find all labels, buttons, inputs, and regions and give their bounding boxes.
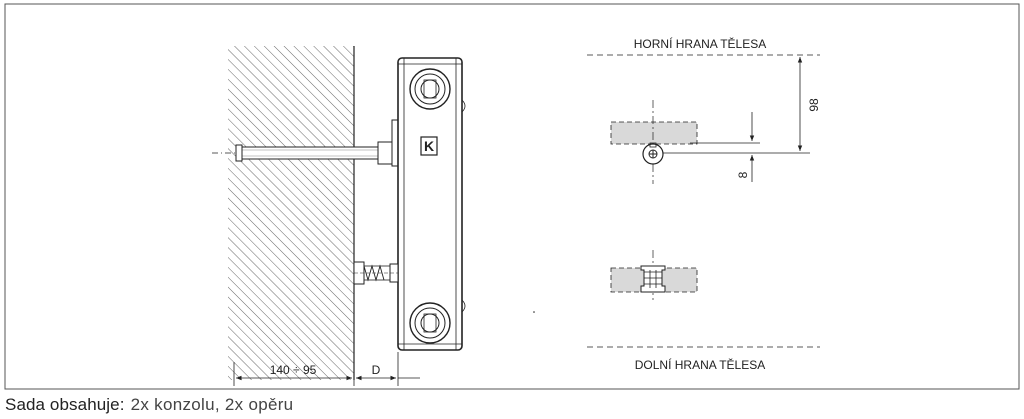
wall-hatch [228,46,354,380]
dimension-depth: 140 ÷ 95 D [233,352,420,386]
side-view: K 140 ÷ 95 D [212,46,466,386]
dimension-range-label: 140 ÷ 95 [270,363,317,377]
dimension-98-label: 98 [807,98,821,112]
wall-bracket [212,119,403,167]
lower-support-clip [640,265,666,293]
dimension-8-label: 8 [736,171,750,178]
brand-logo-text: K [424,138,434,154]
drawing-frame [4,3,1020,390]
wall-support [353,261,399,285]
upper-bracket-profile [610,121,698,145]
caption-label: Sada obsahuje: [5,395,125,414]
top-edge-label: HORNÍ HRANA TĚLESA [634,36,766,51]
stray-dot [533,311,535,313]
detail-view: HORNÍ HRANA TĚLESA 98 8 DOLNÍ HRANA TĚLE… [587,36,821,372]
caption-value: 2x konzolu, 2x opěru [130,395,294,414]
brand-logo: K [420,136,438,156]
bottom-edge-label: DOLNÍ HRANA TĚLESA [635,357,766,372]
radiator-body [397,57,466,351]
kit-contents-caption: Sada obsahuje: 2x konzolu, 2x opěru [5,395,293,415]
dimension-d-label: D [372,363,381,377]
